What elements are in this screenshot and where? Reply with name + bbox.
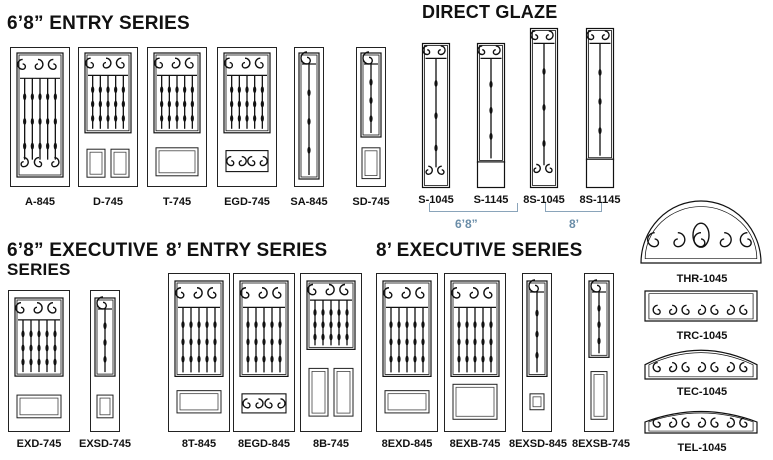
door-illustration: [294, 47, 324, 187]
label-trc-1045: TRC-1045: [676, 330, 728, 342]
label-s-1045: S-1045: [418, 194, 454, 206]
door-illustration: [421, 42, 451, 189]
dimension-label-68: 6’8”: [452, 217, 481, 231]
door-8exsd-845[interactable]: [522, 273, 552, 432]
door-illustration: [147, 47, 207, 187]
label-sd-745: SD-745: [352, 196, 390, 208]
heading-executive-8: 8’ EXECUTIVE SERIES: [376, 240, 583, 261]
label-8egd-845: 8EGD-845: [238, 438, 290, 450]
label-thr-1045: THR-1045: [676, 273, 728, 285]
door-illustration: [476, 42, 506, 189]
door-illustration: [90, 290, 120, 432]
label-a-845: A-845: [25, 196, 55, 208]
label-8s-1045: 8S-1045: [523, 194, 565, 206]
label-8exsd-845: 8EXSD-845: [508, 438, 568, 450]
door-illustration: [444, 273, 506, 432]
label-tel-1045: TEL-1045: [677, 442, 727, 454]
transom-trc-1045[interactable]: [644, 290, 758, 322]
door-illustration: [356, 47, 386, 187]
door-t-745[interactable]: [147, 47, 207, 187]
door-s-1045[interactable]: [421, 42, 451, 189]
dimension-bracket-8: [545, 203, 602, 212]
door-8b-745[interactable]: [300, 273, 362, 432]
label-8exd-845: 8EXD-845: [381, 438, 433, 450]
door-8s-1045[interactable]: [529, 27, 559, 189]
door-illustration: [522, 273, 552, 432]
door-8egd-845[interactable]: [233, 273, 295, 432]
door-illustration: [78, 47, 138, 187]
label-d-745: D-745: [93, 196, 123, 208]
label-8s-1145: 8S-1145: [579, 194, 621, 206]
label-exsd-745: EXSD-745: [79, 438, 131, 450]
door-illustration: [585, 27, 615, 189]
door-8s-1145[interactable]: [585, 27, 615, 189]
door-sa-845[interactable]: [294, 47, 324, 187]
dimension-bracket-68: [429, 203, 518, 212]
door-illustration: [300, 273, 362, 432]
transom-illustration: [644, 349, 758, 380]
heading-entry-8: 8’ ENTRY SERIES: [166, 240, 328, 261]
transom-illustration: [640, 200, 762, 264]
door-illustration: [10, 47, 70, 187]
transom-tec-1045[interactable]: [644, 346, 758, 380]
door-exsd-745[interactable]: [90, 290, 120, 432]
heading-entry-68: 6’8” ENTRY SERIES: [7, 13, 190, 34]
heading-direct-glaze: DIRECT GLAZE: [422, 2, 558, 22]
label-8b-745: 8B-745: [312, 438, 350, 450]
door-illustration: [233, 273, 295, 432]
transom-thr-1045[interactable]: [640, 200, 762, 264]
door-illustration: [584, 273, 614, 432]
door-illustration: [529, 27, 559, 189]
door-a-845[interactable]: [10, 47, 70, 187]
label-t-745: T-745: [162, 196, 192, 208]
door-illustration: [376, 273, 438, 432]
label-egd-745: EGD-745: [224, 196, 270, 208]
label-s-1145: S-1145: [473, 194, 509, 206]
dimension-label-8: 8’: [566, 217, 583, 231]
label-8exb-745: 8EXB-745: [449, 438, 501, 450]
heading-executive-68-line2: SERIES: [7, 260, 71, 279]
label-8exsb-745: 8EXSB-745: [571, 438, 631, 450]
label-8t-845: 8T-845: [181, 438, 217, 450]
transom-illustration: [644, 290, 758, 322]
door-s-1145[interactable]: [476, 42, 506, 189]
transom-illustration: [644, 410, 758, 434]
heading-executive-68-line1: 6’8” EXECUTIVE: [7, 240, 159, 261]
door-8exd-845[interactable]: [376, 273, 438, 432]
transom-tel-1045[interactable]: [644, 404, 758, 434]
door-8exb-745[interactable]: [444, 273, 506, 432]
door-egd-745[interactable]: [217, 47, 277, 187]
door-8exsb-745[interactable]: [584, 273, 614, 432]
label-tec-1045: TEC-1045: [676, 386, 728, 398]
door-sd-745[interactable]: [356, 47, 386, 187]
door-8t-845[interactable]: [168, 273, 230, 432]
label-sa-845: SA-845: [290, 196, 328, 208]
door-illustration: [8, 290, 70, 432]
label-exd-745: EXD-745: [16, 438, 62, 450]
door-d-745[interactable]: [78, 47, 138, 187]
door-exd-745[interactable]: [8, 290, 70, 432]
door-illustration: [168, 273, 230, 432]
door-illustration: [217, 47, 277, 187]
